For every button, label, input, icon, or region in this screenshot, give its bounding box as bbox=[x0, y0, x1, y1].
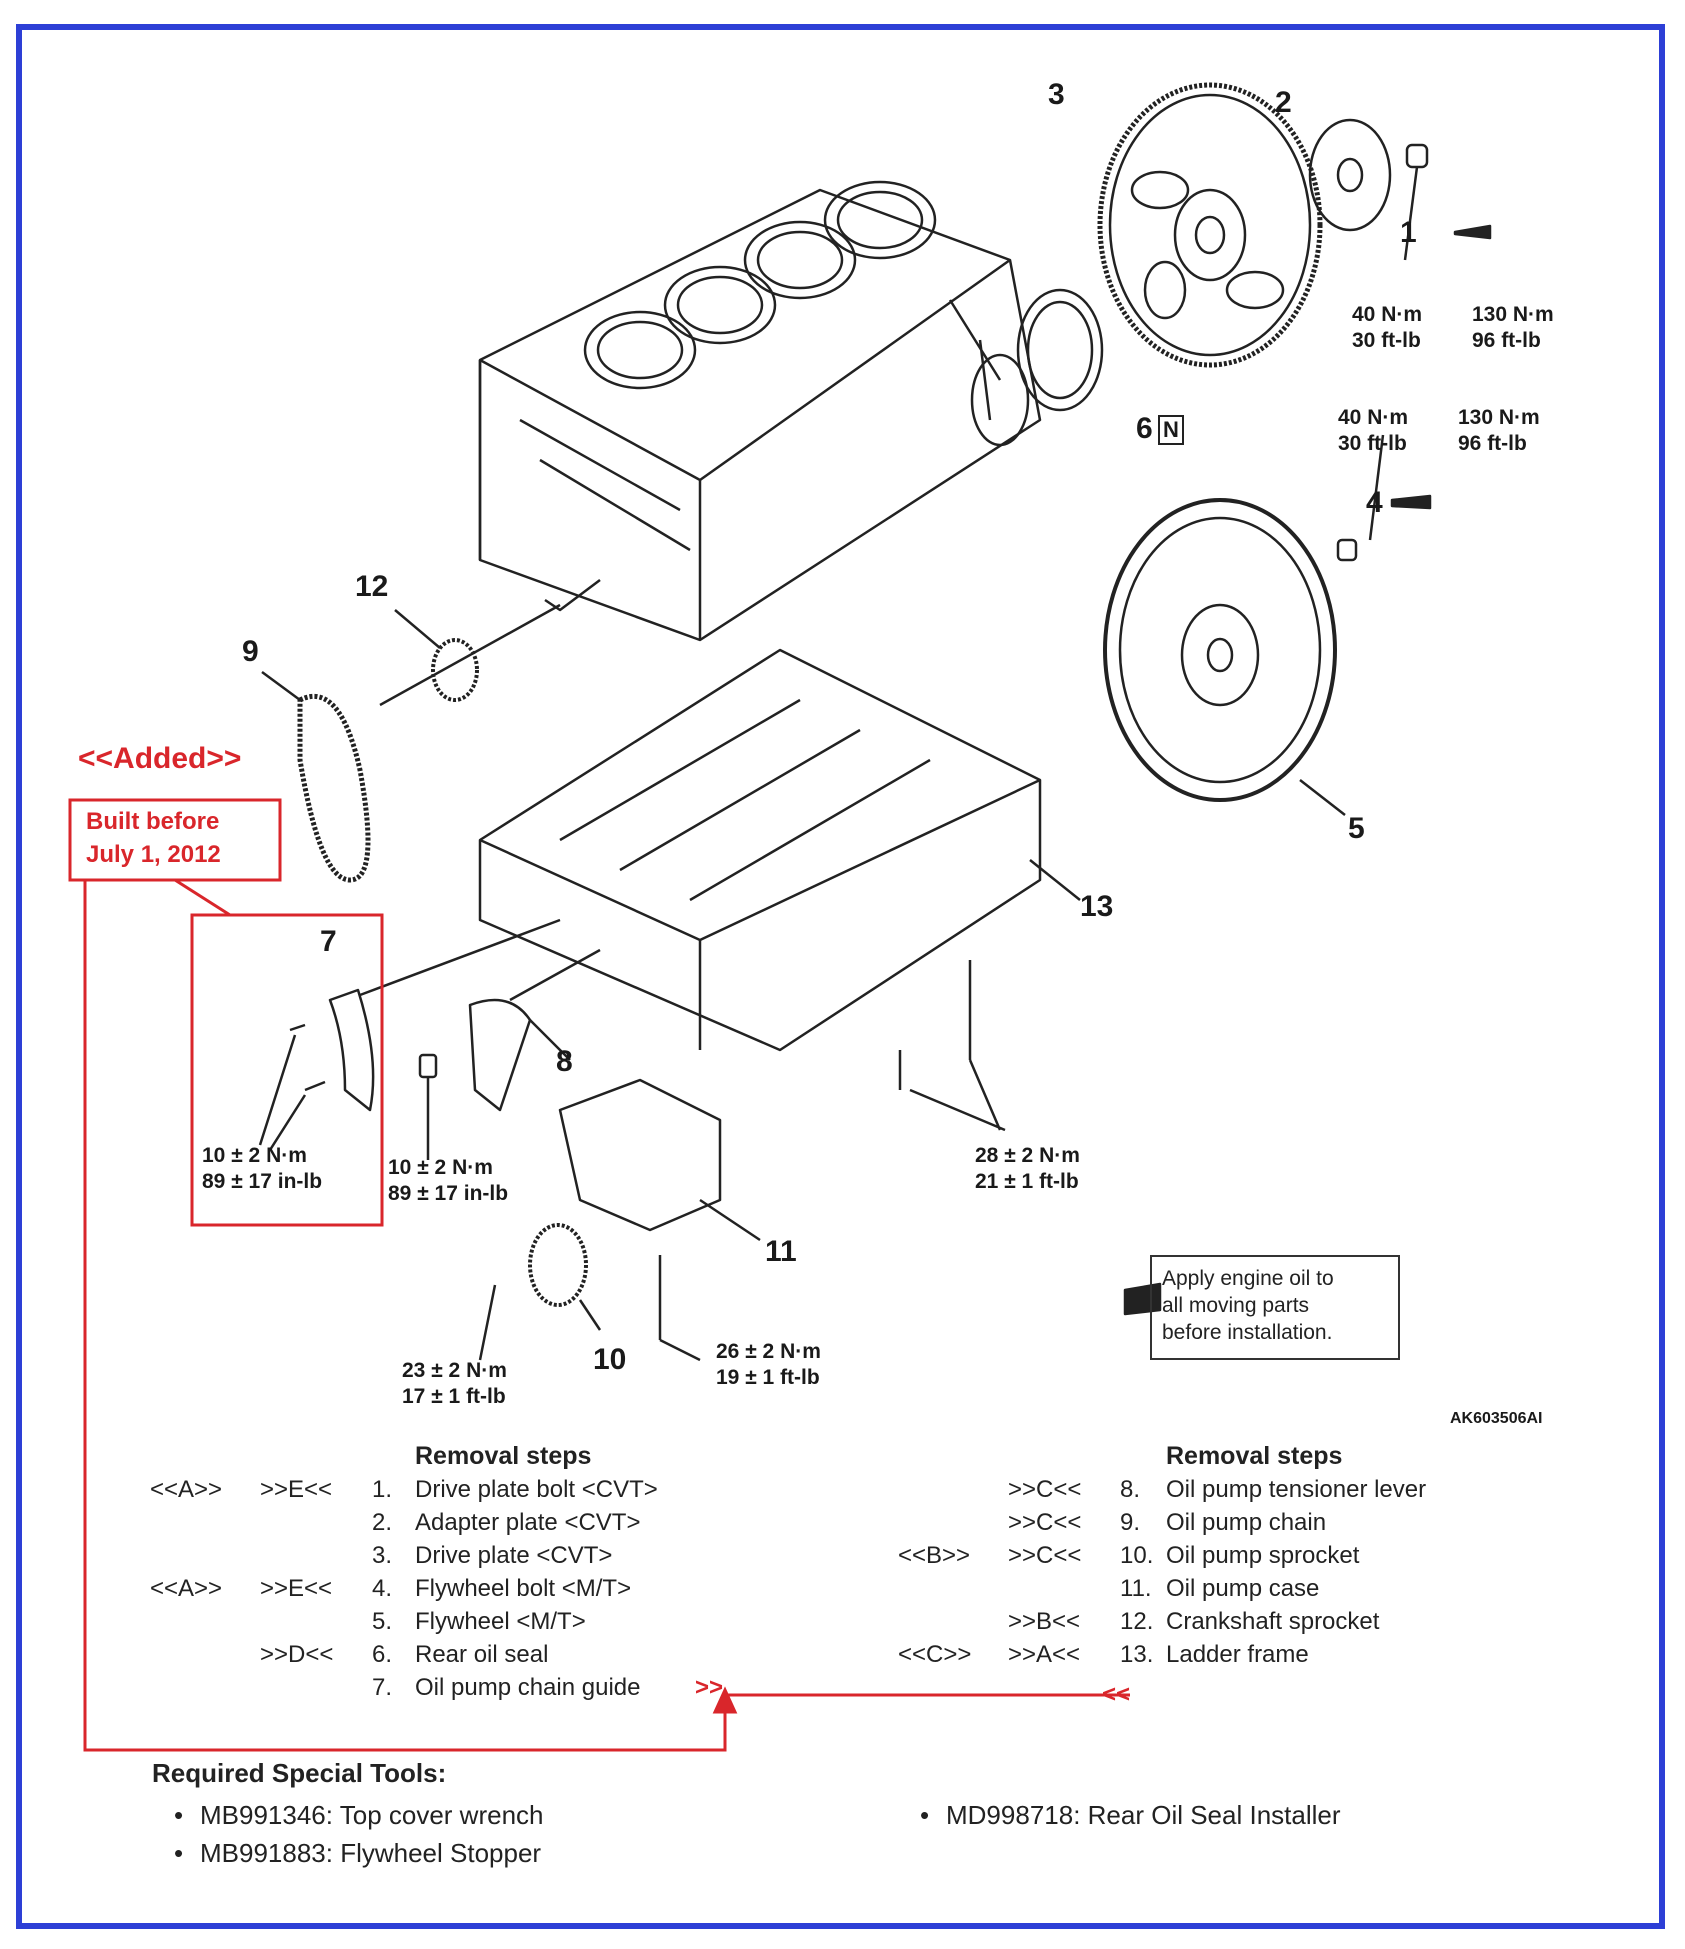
removal-steps-title: Removal steps bbox=[415, 1442, 592, 1470]
part-number-11: 11 bbox=[765, 1235, 797, 1268]
step-row: >>B<<12.Crankshaft sprocket bbox=[1008, 1608, 1380, 1635]
part-number-9: 9 bbox=[242, 635, 259, 668]
step-row: 3.Drive plate <CVT> bbox=[372, 1542, 613, 1569]
oil-pump-case-drawing bbox=[558, 1078, 722, 1232]
step-row: >>C<<8.Oil pump tensioner lever bbox=[1008, 1476, 1427, 1503]
drive-plate-drawing bbox=[1097, 82, 1323, 368]
rear-oil-seal-drawing bbox=[1016, 288, 1104, 412]
step-row: 2.Adapter plate <CVT> bbox=[372, 1509, 641, 1536]
step-row: <<A>>>>E<<4.Flywheel bolt <M/T> bbox=[150, 1575, 632, 1602]
part-number-8: 8 bbox=[556, 1045, 573, 1078]
crankshaft-sprocket-drawing bbox=[431, 638, 479, 702]
oil-pump-chain-drawing bbox=[297, 693, 371, 883]
step-row: >>D<<6.Rear oil seal bbox=[260, 1641, 549, 1668]
step-row: <<A>>>>E<<1.Drive plate bolt <CVT> bbox=[150, 1476, 658, 1503]
built-before-label: Built before July 1, 2012 bbox=[86, 808, 221, 868]
tool-item: MB991883: Flywheel Stopper bbox=[174, 1838, 541, 1869]
ladder-frame-drawing bbox=[478, 648, 1081, 1052]
chain-guide-drawing bbox=[328, 988, 375, 1112]
part-number-1: 1 bbox=[1400, 216, 1417, 249]
part-number-5: 5 bbox=[1348, 812, 1365, 845]
part-number-12: 12 bbox=[355, 570, 389, 603]
adapter-plate-drawing bbox=[1308, 118, 1392, 232]
oil-note-box: Apply engine oil to all moving parts bef… bbox=[1150, 1255, 1400, 1360]
part-number-7: 7 bbox=[320, 925, 337, 958]
part-number-3: 3 bbox=[1048, 78, 1065, 111]
part-number-6: 6 bbox=[1136, 412, 1153, 445]
step-row: 7.Oil pump chain guide>> bbox=[372, 1674, 724, 1701]
tool-item: MD998718: Rear Oil Seal Installer bbox=[920, 1800, 1341, 1831]
step-row: >>C<<9.Oil pump chain bbox=[1008, 1509, 1327, 1536]
tools-title: Required Special Tools: bbox=[152, 1758, 447, 1788]
added-annotation-box bbox=[190, 913, 384, 1227]
added-label: <<Added>> bbox=[78, 742, 242, 775]
tool-item: MB991346: Top cover wrench bbox=[174, 1800, 543, 1831]
figure-code: AK603506AI bbox=[1450, 1410, 1543, 1427]
part-number-2: 2 bbox=[1275, 86, 1292, 119]
step-row: <<B>>>>C<<10.Oil pump sprocket bbox=[898, 1542, 1360, 1569]
removal-steps-title: Removal steps bbox=[1166, 1442, 1343, 1470]
arrow-end-marker: << bbox=[1102, 1681, 1131, 1708]
part-number-10: 10 bbox=[593, 1343, 627, 1376]
page-frame bbox=[16, 24, 1665, 1929]
step-row: 5.Flywheel <M/T> bbox=[372, 1608, 586, 1635]
new-seal-marker: N bbox=[1158, 415, 1184, 445]
cylinder-block-drawing bbox=[478, 180, 1042, 642]
step-row: <<C>>>>A<<13.Ladder frame bbox=[898, 1641, 1309, 1668]
removal-steps-right: Removal steps >>C<<8.Oil pump tensioner … bbox=[898, 1440, 1498, 1671]
oil-pump-sprocket-drawing bbox=[528, 1223, 588, 1307]
part-number-13: 13 bbox=[1080, 890, 1114, 923]
tensioner-lever-drawing bbox=[468, 998, 532, 1112]
removal-steps-left: Removal steps <<A>>>>E<<1.Drive plate bo… bbox=[150, 1440, 724, 1704]
flywheel-drawing bbox=[1103, 498, 1346, 816]
step-row: 11.Oil pump case bbox=[1120, 1575, 1320, 1602]
part-number-4: 4 bbox=[1366, 486, 1383, 519]
